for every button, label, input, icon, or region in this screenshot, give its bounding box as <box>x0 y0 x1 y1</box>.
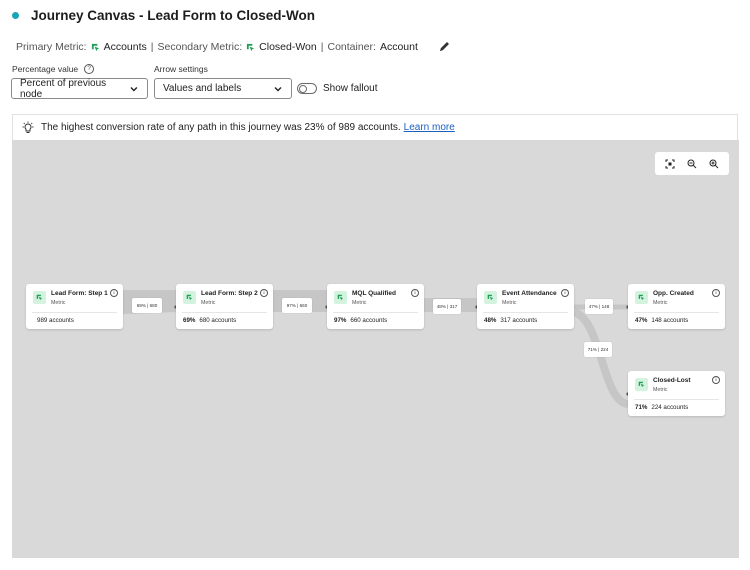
node-name: Event Attendance <box>502 290 557 297</box>
metric-icon <box>484 291 497 304</box>
metric-icon <box>183 291 196 304</box>
node-count: 224 accounts <box>651 404 689 411</box>
arrow-settings-dropdown[interactable]: Values and labels <box>154 78 292 99</box>
percentage-value-dropdown[interactable]: Percent of previous node <box>11 78 148 100</box>
journey-canvas[interactable]: 69% | 680 97% | 660 48% | 317 47% | 148 … <box>12 140 739 558</box>
node-footer: 989 accounts <box>33 317 74 324</box>
node-count: 680 accounts <box>199 317 237 324</box>
zoom-in-icon[interactable] <box>709 159 719 169</box>
toggle-knob <box>299 85 307 93</box>
journey-node[interactable]: Opp. Created Metric i 47%148 accounts <box>628 284 725 329</box>
node-divider <box>634 399 719 400</box>
node-footer: 71%224 accounts <box>635 404 688 411</box>
help-icon[interactable]: ? <box>84 64 95 74</box>
separator: | <box>320 41 324 53</box>
title-row: Journey Canvas - Lead Form to Closed-Won <box>12 8 315 23</box>
lightbulb-icon <box>22 121 34 133</box>
info-icon[interactable]: i <box>260 289 268 297</box>
metric-icon <box>91 43 99 51</box>
pencil-icon[interactable] <box>438 41 450 53</box>
node-divider <box>333 312 418 313</box>
edge-label: 69% | 680 <box>132 298 162 313</box>
journey-node[interactable]: Event Attendance Metric i 48%317 account… <box>477 284 574 329</box>
node-footer: 48%317 accounts <box>484 317 537 324</box>
node-footer: 47%148 accounts <box>635 317 688 324</box>
node-name: Lead Form: Step 2 <box>201 290 258 297</box>
edge-label: 47% | 148 <box>585 299 613 314</box>
arrow-settings-label: Arrow settings <box>154 64 208 74</box>
node-type: Metric <box>502 300 517 306</box>
flow-paths <box>122 290 630 408</box>
chevron-down-icon <box>274 86 282 91</box>
journey-node[interactable]: MQL Qualified Metric i 97%660 accounts <box>327 284 424 329</box>
container-value[interactable]: Account <box>379 41 418 53</box>
metric-summary: Primary Metric: Accounts | Secondary Met… <box>16 41 450 53</box>
node-divider <box>483 312 568 313</box>
info-icon[interactable]: i <box>411 289 419 297</box>
fit-to-screen-icon[interactable] <box>665 159 675 169</box>
primary-metric-value[interactable]: Accounts <box>103 41 147 53</box>
edge-label: 97% | 660 <box>282 298 312 313</box>
chevron-down-icon <box>130 86 138 91</box>
node-type: Metric <box>352 300 367 306</box>
primary-metric-label: Primary Metric: <box>16 41 87 53</box>
journey-node[interactable]: Lead Form: Step 2 Metric i 69%680 accoun… <box>176 284 273 329</box>
percentage-value-label: Percentage value ? <box>12 64 95 74</box>
node-percent: 97% <box>334 317 347 324</box>
info-icon[interactable]: i <box>712 376 720 384</box>
info-icon[interactable]: i <box>561 289 569 297</box>
node-percent: 71% <box>635 404 648 411</box>
info-icon[interactable]: i <box>712 289 720 297</box>
zoom-out-icon[interactable] <box>687 159 697 169</box>
node-percent: 48% <box>484 317 497 324</box>
insight-text: The highest conversion rate of any path … <box>41 122 401 133</box>
metric-icon <box>635 291 648 304</box>
journey-node[interactable]: Lead Form: Step 1 Metric i 989 accounts <box>26 284 123 329</box>
node-divider <box>182 312 267 313</box>
node-type: Metric <box>51 300 66 306</box>
separator: | <box>150 41 154 53</box>
node-name: MQL Qualified <box>352 290 396 297</box>
node-type: Metric <box>653 387 668 393</box>
metric-icon <box>33 291 46 304</box>
node-divider <box>32 312 117 313</box>
node-name: Lead Form: Step 1 <box>51 290 108 297</box>
metric-icon <box>247 43 255 51</box>
secondary-metric-value[interactable]: Closed-Won <box>259 41 317 53</box>
node-name: Closed-Lost <box>653 377 691 384</box>
node-percent: 69% <box>183 317 196 324</box>
node-name: Opp. Created <box>653 290 694 297</box>
node-divider <box>634 312 719 313</box>
page-title: Journey Canvas - Lead Form to Closed-Won <box>31 8 316 23</box>
secondary-metric-label: Secondary Metric: <box>157 41 243 53</box>
edge-label: 71% | 224 <box>584 342 612 357</box>
node-percent: 47% <box>635 317 648 324</box>
node-count: 989 accounts <box>37 317 74 324</box>
metric-icon <box>635 378 648 391</box>
node-count: 317 accounts <box>500 317 538 324</box>
info-icon[interactable]: i <box>110 289 118 297</box>
zoom-controls <box>655 152 729 175</box>
metric-icon <box>334 291 347 304</box>
status-dot <box>12 12 19 19</box>
insight-banner: The highest conversion rate of any path … <box>12 114 738 141</box>
node-count: 148 accounts <box>651 317 689 324</box>
node-type: Metric <box>201 300 216 306</box>
node-count: 660 accounts <box>350 317 388 324</box>
edge-label: 48% | 317 <box>433 299 461 314</box>
learn-more-link[interactable]: Learn more <box>403 122 455 133</box>
node-footer: 97%660 accounts <box>334 317 387 324</box>
node-footer: 69%680 accounts <box>183 317 236 324</box>
node-type: Metric <box>653 300 668 306</box>
container-label: Container: <box>327 41 376 53</box>
show-fallout-label: Show fallout <box>323 83 378 94</box>
flow-path <box>572 308 630 408</box>
show-fallout-toggle[interactable] <box>297 83 317 94</box>
journey-node[interactable]: Closed-Lost Metric i 71%224 accounts <box>628 371 725 416</box>
